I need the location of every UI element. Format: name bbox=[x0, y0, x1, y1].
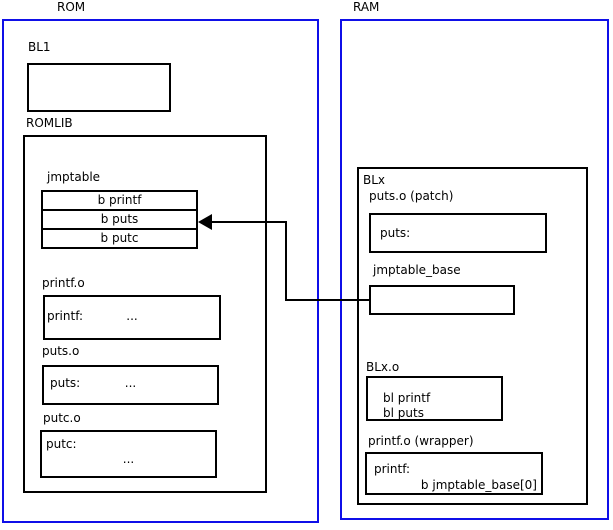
printf-wrapper-instr: b jmptable_base[0] bbox=[420, 478, 537, 492]
puts-o-box: puts: ... bbox=[42, 365, 219, 405]
printf-o-label: printf.o bbox=[42, 276, 85, 290]
jmptable-row-b-putc: b putc bbox=[41, 228, 198, 249]
bl1-box bbox=[27, 63, 171, 112]
puts-patch-label: puts.o (patch) bbox=[369, 189, 454, 203]
ram-title: RAM bbox=[353, 0, 380, 14]
printf-wrapper-box: printf: b jmptable_base[0] bbox=[365, 452, 543, 495]
puts-symbol: puts: bbox=[50, 376, 81, 390]
ram-region bbox=[340, 19, 609, 520]
putc-symbol: putc: bbox=[46, 437, 77, 451]
printf-body-dots: ... bbox=[126, 309, 138, 323]
jmptable-row-b-puts: b puts bbox=[41, 209, 198, 230]
putc-o-box: putc: ... bbox=[40, 430, 217, 478]
printf-o-box: printf: ... bbox=[43, 295, 221, 340]
blx-o-instr-bl-printf: bl printf bbox=[383, 391, 431, 405]
jmptable-base-label: jmptable_base bbox=[373, 263, 461, 277]
arrowhead-left-icon bbox=[198, 214, 212, 230]
arrow-segment-bottom bbox=[285, 299, 369, 301]
rom-region bbox=[2, 19, 319, 523]
jmptable-base-box bbox=[369, 285, 515, 315]
puts-patch-box: puts: bbox=[369, 213, 547, 253]
blx-o-box: bl printf bl puts bbox=[366, 376, 503, 421]
printf-wrapper-label: printf.o (wrapper) bbox=[368, 434, 474, 448]
blx-label: BLx bbox=[363, 173, 386, 187]
puts-patch-symbol: puts: bbox=[380, 226, 411, 240]
puts-o-label: puts.o bbox=[42, 344, 80, 358]
jmptable-row-b-printf: b printf bbox=[41, 190, 198, 211]
printf-wrapper-symbol: printf: bbox=[374, 462, 411, 476]
rom-title: ROM bbox=[57, 0, 86, 14]
putc-body-dots: ... bbox=[122, 452, 135, 466]
arrow-segment-top bbox=[210, 221, 287, 223]
printf-symbol: printf: bbox=[47, 309, 84, 323]
bl1-label: BL1 bbox=[28, 40, 51, 54]
romlib-label: ROMLIB bbox=[26, 116, 73, 130]
blx-o-label: BLx.o bbox=[366, 360, 400, 374]
jmptable-box: b printf b puts b putc bbox=[41, 190, 198, 249]
putc-o-label: putc.o bbox=[43, 411, 81, 425]
jmptable-label: jmptable bbox=[47, 170, 101, 184]
blx-o-instr-bl-puts: bl puts bbox=[383, 406, 424, 420]
puts-body-dots: ... bbox=[124, 376, 137, 390]
arrow-segment-vertical bbox=[285, 221, 287, 301]
